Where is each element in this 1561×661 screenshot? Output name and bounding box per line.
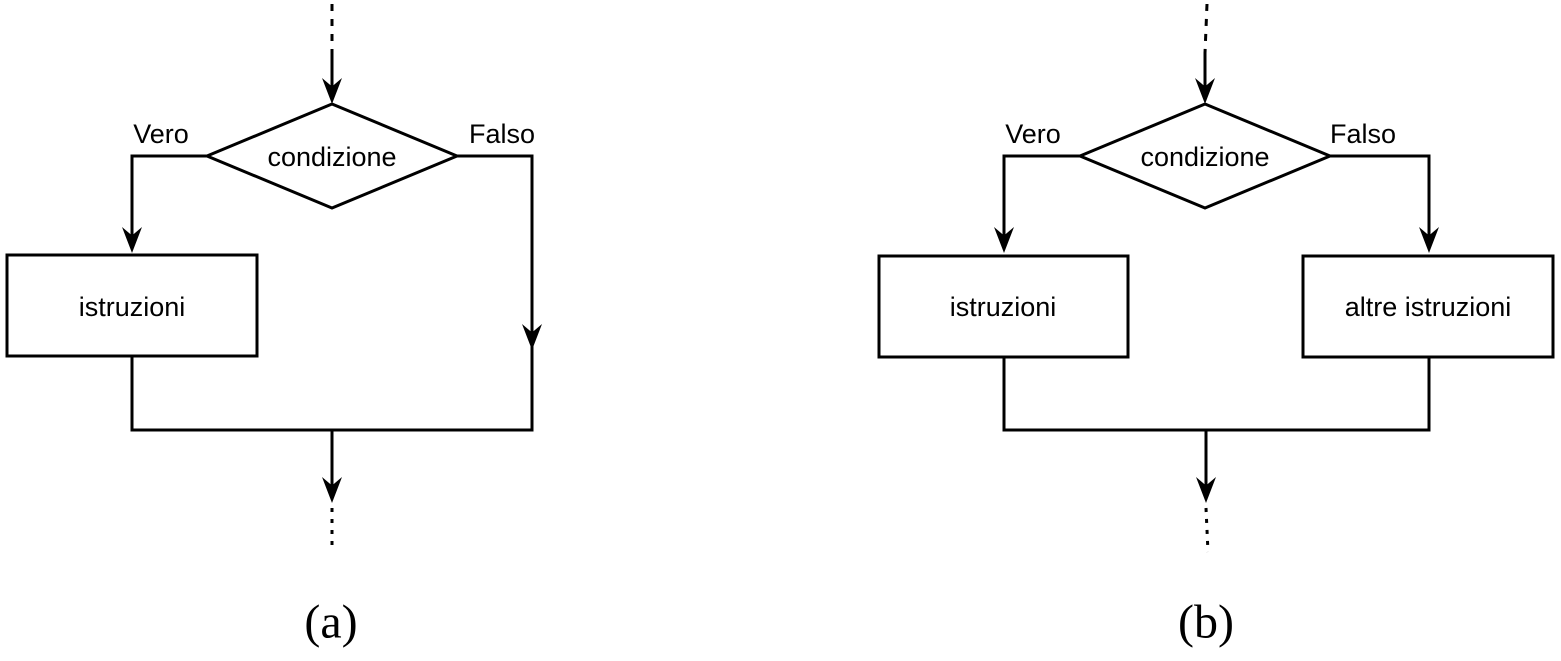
decision-diamond bbox=[1076, 102, 1334, 210]
true-branch-label: Vero bbox=[133, 119, 189, 149]
process-box-true bbox=[877, 254, 1130, 359]
true-branch-label: Vero bbox=[1005, 119, 1061, 149]
figure-b: condizione Vero Falso istruzioni altre i… bbox=[877, 3, 1555, 649]
false-branch-label: Falso bbox=[1330, 119, 1396, 149]
figure-caption: (b) bbox=[1178, 596, 1234, 649]
false-branch-line bbox=[1330, 154, 1431, 238]
decision-label: condizione bbox=[267, 142, 396, 172]
process-box bbox=[5, 253, 259, 358]
process-box-true-label: istruzioni bbox=[950, 292, 1057, 322]
figure-caption: (a) bbox=[304, 596, 357, 649]
decision-label: condizione bbox=[1140, 142, 1269, 172]
process-box-false-label: altre istruzioni bbox=[1345, 292, 1512, 322]
false-branch-and-join-line bbox=[130, 154, 534, 432]
true-branch-line bbox=[1002, 154, 1080, 238]
figure-a: condizione Vero Falso istruzioni (a) bbox=[5, 4, 542, 649]
false-branch-label: Falso bbox=[469, 119, 535, 149]
true-branch-line bbox=[130, 154, 207, 238]
decision-diamond bbox=[203, 102, 461, 210]
process-box-label: istruzioni bbox=[79, 292, 186, 322]
join-line bbox=[1002, 357, 1431, 432]
outgoing-flow-dotted-line bbox=[1204, 507, 1210, 553]
incoming-flow-dashed-line bbox=[1203, 3, 1209, 54]
